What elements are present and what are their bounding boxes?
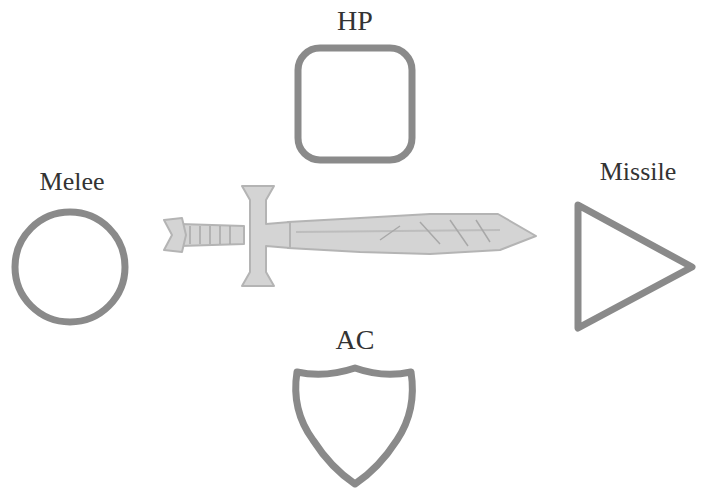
stat-label: Melee xyxy=(8,160,136,204)
sword-grip xyxy=(180,224,244,246)
sword-crossguard xyxy=(242,186,290,286)
melee-circle: Melee xyxy=(8,160,136,330)
stat-label: HP xyxy=(290,0,420,42)
ac-shield: AC xyxy=(285,318,425,490)
missile-triangle: Missile xyxy=(568,150,708,336)
stat-label: Missile xyxy=(568,150,708,194)
stat-label: AC xyxy=(285,318,425,362)
sword-pommel xyxy=(164,218,186,252)
hp-box: HP xyxy=(290,0,420,166)
sword-blade xyxy=(288,214,536,254)
